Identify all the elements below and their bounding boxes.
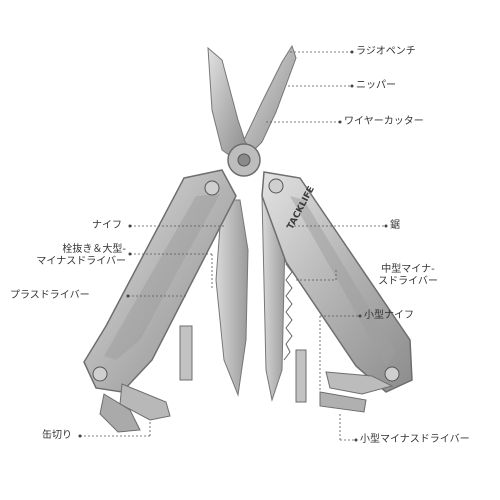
small-driver-tool <box>319 391 367 413</box>
label-small-driver: 小型マイナスドライバー <box>360 434 470 445</box>
knife-blade <box>215 199 249 397</box>
bottle-opener-tool <box>99 393 141 433</box>
label-radio-pliers: ラジオペンチ <box>356 46 416 57</box>
leader-lines <box>80 51 386 441</box>
left-handle <box>83 169 237 393</box>
left-handle-screw <box>204 180 220 196</box>
left-bottom-tools <box>99 325 193 433</box>
leader-dots <box>78 50 388 442</box>
right-handle: TACKLIFE <box>261 171 413 393</box>
can-opener-tool <box>119 383 171 421</box>
right-bottom-tools <box>295 349 394 413</box>
label-can-opener: 缶切り <box>42 430 72 441</box>
left-handle-bottom-screw <box>92 366 108 382</box>
right-handle-bottom-screw <box>384 366 400 382</box>
phillips-driver-tool <box>179 325 193 381</box>
label-saw: 鋸 <box>390 220 400 231</box>
label-wire-cutter: ワイヤーカッター <box>344 116 424 127</box>
right-handle-screw <box>268 178 284 194</box>
label-medium-driver-line1: 中型マイナ- <box>381 264 435 275</box>
medium-driver-tool <box>295 349 307 403</box>
label-phillips-driver: プラスドライバー <box>10 290 90 301</box>
label-nipper: ニッパー <box>356 80 396 91</box>
label-bottle-opener-line1: 栓抜き＆大型- <box>62 244 126 255</box>
label-small-knife: 小型ナイフ <box>364 310 414 321</box>
plier-jaws <box>207 44 297 177</box>
label-knife: ナイフ <box>92 220 122 231</box>
left-jaw <box>207 46 249 161</box>
label-bottle-opener-line2: マイナスドライバー <box>36 256 126 267</box>
right-jaw <box>243 44 297 153</box>
label-medium-driver-line2: スドライバー <box>378 276 438 287</box>
small-knife-tool <box>325 371 394 395</box>
